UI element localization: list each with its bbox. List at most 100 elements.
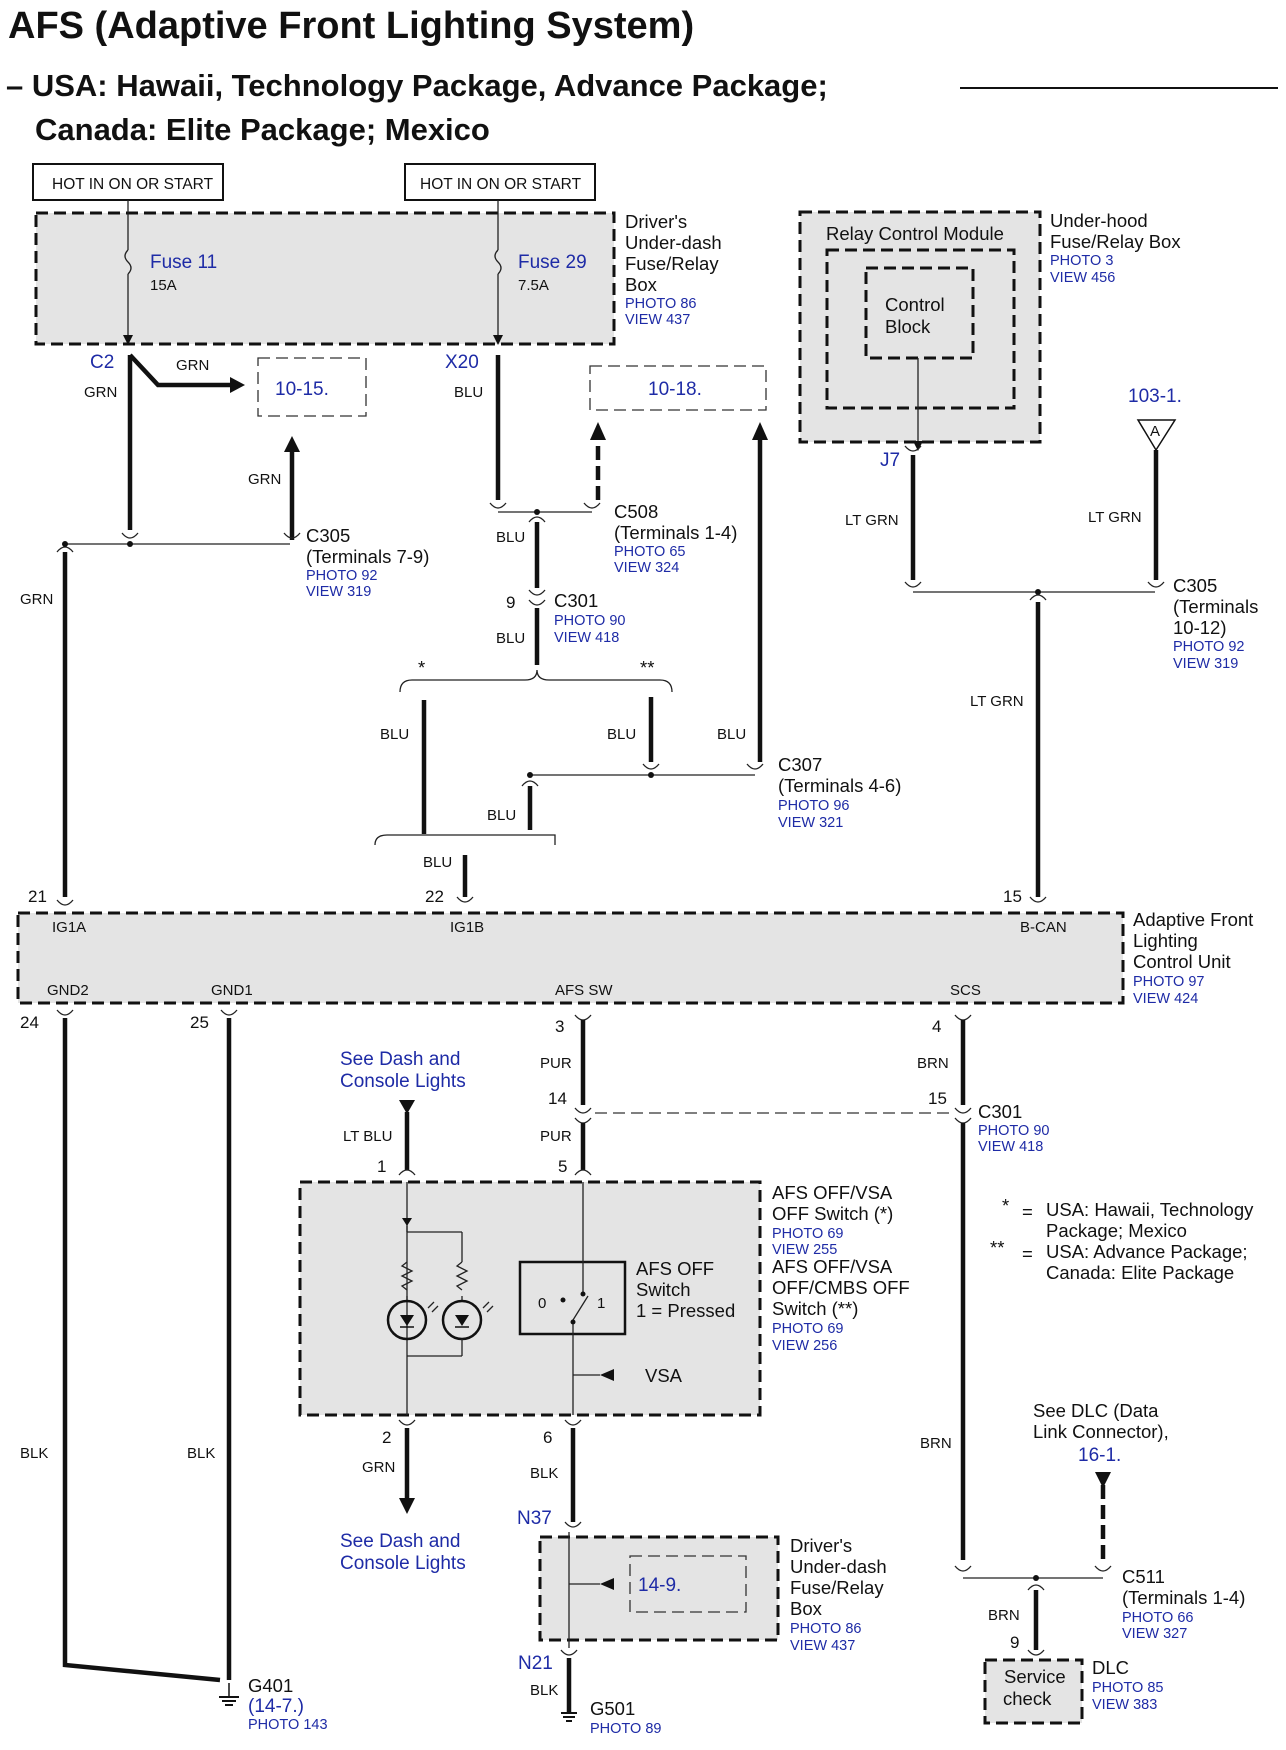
ig1b-label: IG1B (450, 919, 484, 936)
c305a-view: VIEW 319 (306, 584, 371, 600)
ref-14-9: 14-9. (638, 1575, 681, 1596)
switch-pin-5: 5 (558, 1157, 567, 1176)
gnd1-label: GND1 (211, 982, 253, 999)
bcan-label: B-CAN (1020, 919, 1067, 936)
afs-off-switch-assembly (298, 1180, 762, 1417)
c305b-detail-1: (Terminals (1173, 596, 1258, 617)
g401-name: G401 (248, 1675, 293, 1696)
dlc-pin-9: 9 (1010, 1633, 1019, 1652)
c307-detail: (Terminals 4-6) (778, 775, 901, 796)
pin-15-bcan: 15 (1003, 887, 1022, 906)
pin-21: 21 (28, 887, 47, 906)
wire-blu-mid: BLU (607, 726, 636, 743)
ref-10-18: 10-18. (648, 379, 702, 400)
drivers-fuse-box-top: Fuse 11 15A Fuse 29 7.5A (34, 200, 616, 346)
c508-name: C508 (614, 501, 658, 522)
star-double: ** (640, 657, 654, 678)
c511-photo: PHOTO 66 (1122, 1610, 1193, 1626)
underhood-box-line-1: Under-hood (1050, 210, 1148, 231)
drivers-box-bottom-line-3: Fuse/Relay (790, 1577, 884, 1598)
switch1-view: VIEW 255 (772, 1242, 837, 1258)
connector-x20: X20 (445, 352, 479, 373)
ground-wiring (56, 1009, 239, 1706)
legend-line-1a: USA: Hawaii, Technology (1046, 1199, 1254, 1220)
ref-box-10-18 (589, 365, 767, 411)
c305b-view: VIEW 319 (1173, 656, 1238, 672)
legend-eq-1: = (1022, 1201, 1033, 1222)
c301a-name: C301 (554, 590, 598, 611)
drivers-box-top-photo: PHOTO 86 (625, 296, 696, 312)
switch2-line-1: AFS OFF/VSA (772, 1256, 893, 1277)
subtitle-line-1: – USA: Hawaii, Technology Package, Advan… (6, 68, 828, 103)
switch1-line-1: AFS OFF/VSA (772, 1182, 893, 1203)
c511-name: C511 (1122, 1566, 1165, 1587)
drivers-box-bottom-line-4: Box (790, 1598, 823, 1619)
drivers-box-bottom-photo: PHOTO 86 (790, 1621, 861, 1637)
afs-off-label-2: Switch (636, 1279, 691, 1300)
drivers-fuse-box-bottom (538, 1532, 780, 1722)
wire-blu-left: BLU (380, 726, 409, 743)
star-single: * (418, 657, 425, 678)
wire-ltgrn-down: LT GRN (970, 693, 1024, 710)
ref-14-7: (14-7.) (248, 1696, 304, 1717)
afssw-label: AFS SW (555, 982, 613, 999)
wire-pur-1: PUR (540, 1055, 572, 1072)
relay-control-module (798, 210, 1042, 451)
fuse-29-label: Fuse 29 (518, 252, 587, 273)
service-check-1: Service (1004, 1666, 1066, 1687)
underhood-box-view: VIEW 456 (1050, 270, 1115, 286)
see-dash-top-1: See Dash and (340, 1049, 460, 1070)
switch2-view: VIEW 256 (772, 1338, 837, 1354)
wire-grn-up: GRN (248, 471, 281, 488)
c305a-photo: PHOTO 92 (306, 568, 377, 584)
g401-photo: PHOTO 143 (248, 1717, 328, 1733)
grn-wiring (56, 353, 301, 897)
pin-4: 4 (932, 1017, 941, 1036)
c301a-view: VIEW 418 (554, 630, 619, 646)
ref-box-10-15 (257, 357, 367, 417)
legend-eq-2: = (1022, 1243, 1033, 1264)
c511-detail: (Terminals 1-4) (1122, 1587, 1245, 1608)
afs-unit-line-1: Adaptive Front (1133, 909, 1253, 930)
scs-label: SCS (950, 982, 981, 999)
c301b-name: C301 (978, 1101, 1022, 1122)
g501-photo: PHOTO 89 (590, 1721, 661, 1737)
lt-grn-wiring (904, 419, 1177, 903)
legend-line-2a: USA: Advance Package; (1046, 1241, 1248, 1262)
c305b-name: C305 (1173, 575, 1217, 596)
wire-grn-c2: GRN (84, 384, 117, 401)
subtitle-line-2: Canada: Elite Package; Mexico (35, 112, 490, 147)
hot-box-2 (404, 163, 596, 201)
arrow-lt-blu-in (399, 1100, 415, 1114)
c307-photo: PHOTO 96 (778, 798, 849, 814)
switch2-photo: PHOTO 69 (772, 1321, 843, 1337)
c305b-photo: PHOTO 92 (1173, 639, 1244, 655)
wire-blu-c508: BLU (496, 529, 525, 546)
wire-pur-2: PUR (540, 1128, 572, 1145)
pin-3: 3 (555, 1017, 564, 1036)
c511-view: VIEW 327 (1122, 1626, 1187, 1642)
dlc-photo: PHOTO 85 (1092, 1680, 1163, 1696)
switch2-line-3: Switch (**) (772, 1298, 858, 1319)
see-dash-bottom-1: See Dash and (340, 1531, 460, 1552)
afs-switch-wiring (574, 1014, 972, 1560)
wire-blk-switch: BLK (530, 1465, 558, 1482)
c305a-name: C305 (306, 525, 350, 546)
relay-module-title: Relay Control Module (826, 223, 1004, 244)
connector-j7: J7 (880, 450, 900, 471)
connector-n37: N37 (517, 1508, 552, 1529)
hot-label-1: HOT IN ON OR START (52, 176, 214, 193)
connector-c2: C2 (90, 352, 114, 373)
fuse-11-rating: 15A (150, 277, 177, 294)
hot-label-2: HOT IN ON OR START (420, 176, 582, 193)
wire-ltgrn-a: LT GRN (1088, 509, 1142, 526)
drivers-box-top-view: VIEW 437 (625, 312, 690, 328)
legend-line-1b: Package; Mexico (1046, 1220, 1187, 1241)
c508-detail: (Terminals 1-4) (614, 522, 737, 543)
c508-view: VIEW 324 (614, 560, 679, 576)
c305b-detail-2: 10-12) (1173, 617, 1226, 638)
pin-24: 24 (20, 1013, 39, 1032)
drivers-box-top-line-1: Driver's (625, 211, 687, 232)
c305a-detail: (Terminals 7-9) (306, 546, 429, 567)
wire-lt-blu: LT BLU (343, 1128, 392, 1145)
